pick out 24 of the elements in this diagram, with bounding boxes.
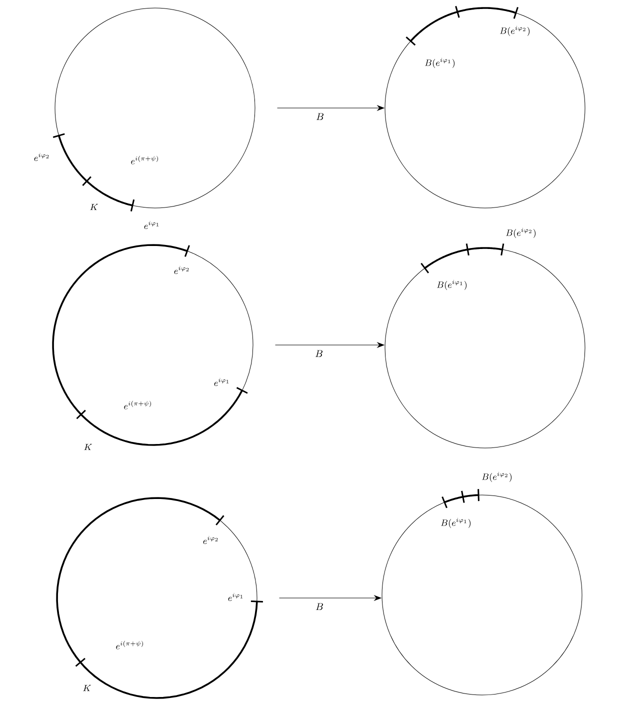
- point-label: $e^{i\varphi_2}$: [203, 536, 218, 544]
- point-label: $e^{i(\pi+\psi)}$: [124, 400, 152, 410]
- point-label: $e^{i\varphi_1}$: [228, 593, 242, 601]
- circle: [54, 8, 256, 208]
- point-label: $e^{i(\pi+\psi)}$: [131, 156, 158, 164]
- point-label: $e^{i\varphi_1}$: [214, 378, 228, 386]
- point-label: $B(e^{i\varphi_2})$: [500, 26, 530, 36]
- point-label: $K$: [83, 684, 91, 692]
- point-label: $K$: [84, 444, 92, 450]
- point-label: $B(e^{i\varphi_2})$: [506, 228, 536, 238]
- point-label: $e^{i\varphi_1}$: [144, 221, 158, 229]
- edge-label: $B$: [315, 350, 323, 358]
- point-label: $e^{i(\pi+\psi)}$: [116, 640, 144, 650]
- point-label: $B(e^{i\varphi_2})$: [482, 472, 512, 482]
- circle: [384, 248, 586, 448]
- circle: [382, 494, 582, 696]
- point-label: $B(e^{i\varphi_1})$: [424, 58, 455, 68]
- point-label: $K$: [90, 204, 98, 210]
- point-label: $e^{i\varphi_2}$: [174, 266, 189, 274]
- edge-label: $B$: [316, 113, 324, 120]
- circle: [56, 497, 258, 699]
- point-label: $B(e^{i\varphi_1})$: [440, 518, 471, 528]
- point-label: $B(e^{i\varphi_1})$: [436, 280, 467, 290]
- edge-label: $B$: [316, 603, 324, 610]
